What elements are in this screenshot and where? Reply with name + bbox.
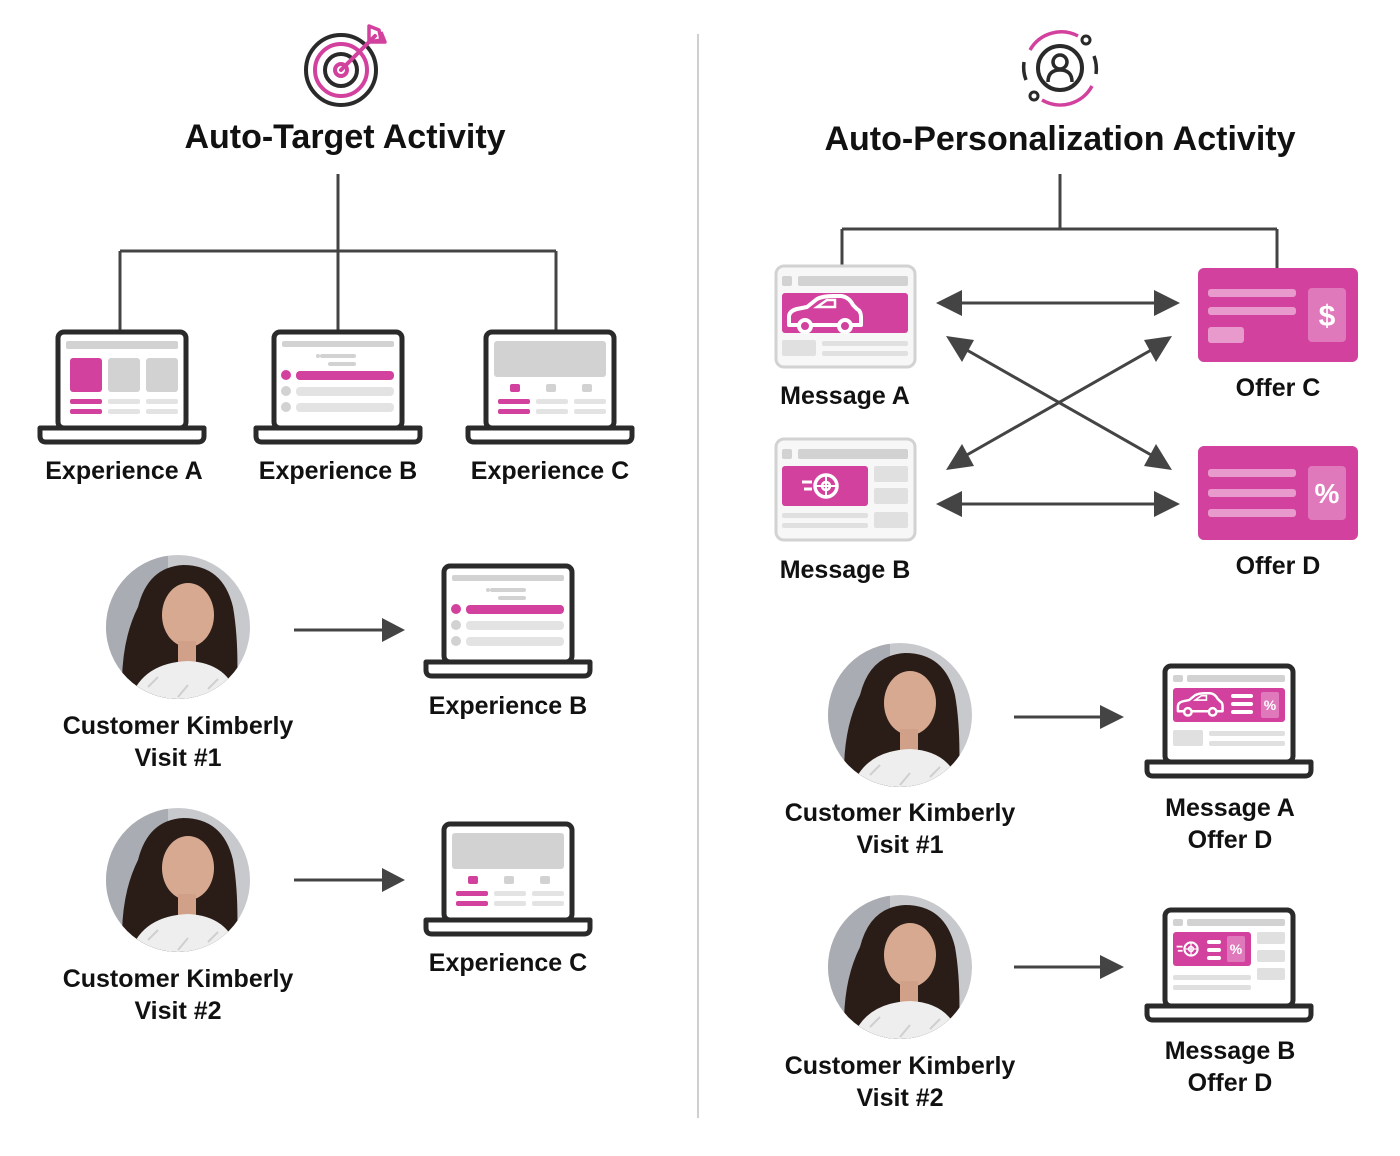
- message-b-label: Message B: [779, 556, 911, 584]
- offer-d-symbol: %: [1315, 478, 1340, 509]
- left-visit-1-number: Visit #1: [134, 744, 222, 772]
- left-visit-1-result: Experience B: [428, 692, 588, 720]
- auto-target-title: Auto-Target Activity: [184, 118, 506, 156]
- left-visit-1-caption: Customer Kimberly Visit #1: [38, 710, 318, 774]
- laptop-result-message-b-offer-d: %: [1147, 910, 1311, 1020]
- offer-c-card: $: [1198, 268, 1358, 362]
- message-b-card: [774, 437, 917, 542]
- laptop-result-experience-b: [426, 566, 590, 676]
- experience-c-label: Experience C: [470, 457, 630, 485]
- right-visit-1-result-message: Message A: [1165, 794, 1295, 822]
- right-visit-1-result-offer: Offer D: [1187, 826, 1273, 854]
- left-visit-2-caption: Customer Kimberly Visit #2: [38, 963, 318, 1027]
- target-arrow-icon: [304, 24, 387, 107]
- left-visit-2-customer: Customer Kimberly: [62, 965, 294, 993]
- right-visit-2-customer: Customer Kimberly: [784, 1052, 1016, 1080]
- right-visit-2-result: Message B Offer D: [1130, 1035, 1330, 1099]
- offer-d-label: Offer D: [1235, 552, 1321, 580]
- laptop-result-experience-c: [426, 824, 590, 934]
- message-a-card: [774, 264, 917, 369]
- visit-arrows-left: [294, 618, 405, 892]
- auto-personalization-tree-connectors: [840, 174, 1279, 268]
- right-visit-1-caption: Customer Kimberly Visit #1: [760, 797, 1040, 861]
- auto-personalization-title: Auto-Personalization Activity: [824, 120, 1296, 158]
- left-visit-2-result: Experience C: [428, 949, 588, 977]
- laptop-offer-d-symbol-2: %: [1230, 941, 1243, 957]
- laptop-offer-d-symbol-1: %: [1264, 697, 1277, 713]
- avatar-kimberly-visit-2-right: [828, 895, 972, 1039]
- right-visit-2-caption: Customer Kimberly Visit #2: [760, 1050, 1040, 1114]
- offer-c-label: Offer C: [1235, 374, 1321, 402]
- left-visit-2-number: Visit #2: [134, 997, 222, 1025]
- avatar-kimberly-visit-2-left: [106, 808, 250, 952]
- offer-c-symbol: $: [1319, 300, 1336, 333]
- laptop-experience-a: [40, 332, 204, 442]
- experience-a-label: Experience A: [45, 457, 203, 485]
- right-visit-1-result: Message A Offer D: [1130, 792, 1330, 856]
- laptop-result-message-a-offer-d: %: [1147, 666, 1311, 776]
- right-visit-2-number: Visit #2: [856, 1084, 944, 1112]
- user-orbit-icon: [1021, 30, 1099, 107]
- laptop-experience-c: [468, 332, 632, 442]
- avatar-kimberly-visit-1-left: [106, 555, 250, 699]
- right-visit-1-number: Visit #1: [856, 831, 944, 859]
- offer-d-card: %: [1198, 446, 1358, 540]
- combination-arrows: [936, 290, 1180, 517]
- right-visit-2-result-offer: Offer D: [1187, 1069, 1273, 1097]
- right-visit-1-customer: Customer Kimberly: [784, 799, 1016, 827]
- auto-target-tree-connectors: [118, 174, 558, 332]
- experience-b-label: Experience B: [258, 457, 418, 485]
- visit-arrows-right: [1014, 705, 1124, 979]
- laptop-experience-b: [256, 332, 420, 442]
- avatar-kimberly-visit-1-right: [828, 643, 972, 787]
- left-visit-1-customer: Customer Kimberly: [62, 712, 294, 740]
- right-visit-2-result-message: Message B: [1164, 1037, 1296, 1065]
- message-a-label: Message A: [780, 382, 910, 410]
